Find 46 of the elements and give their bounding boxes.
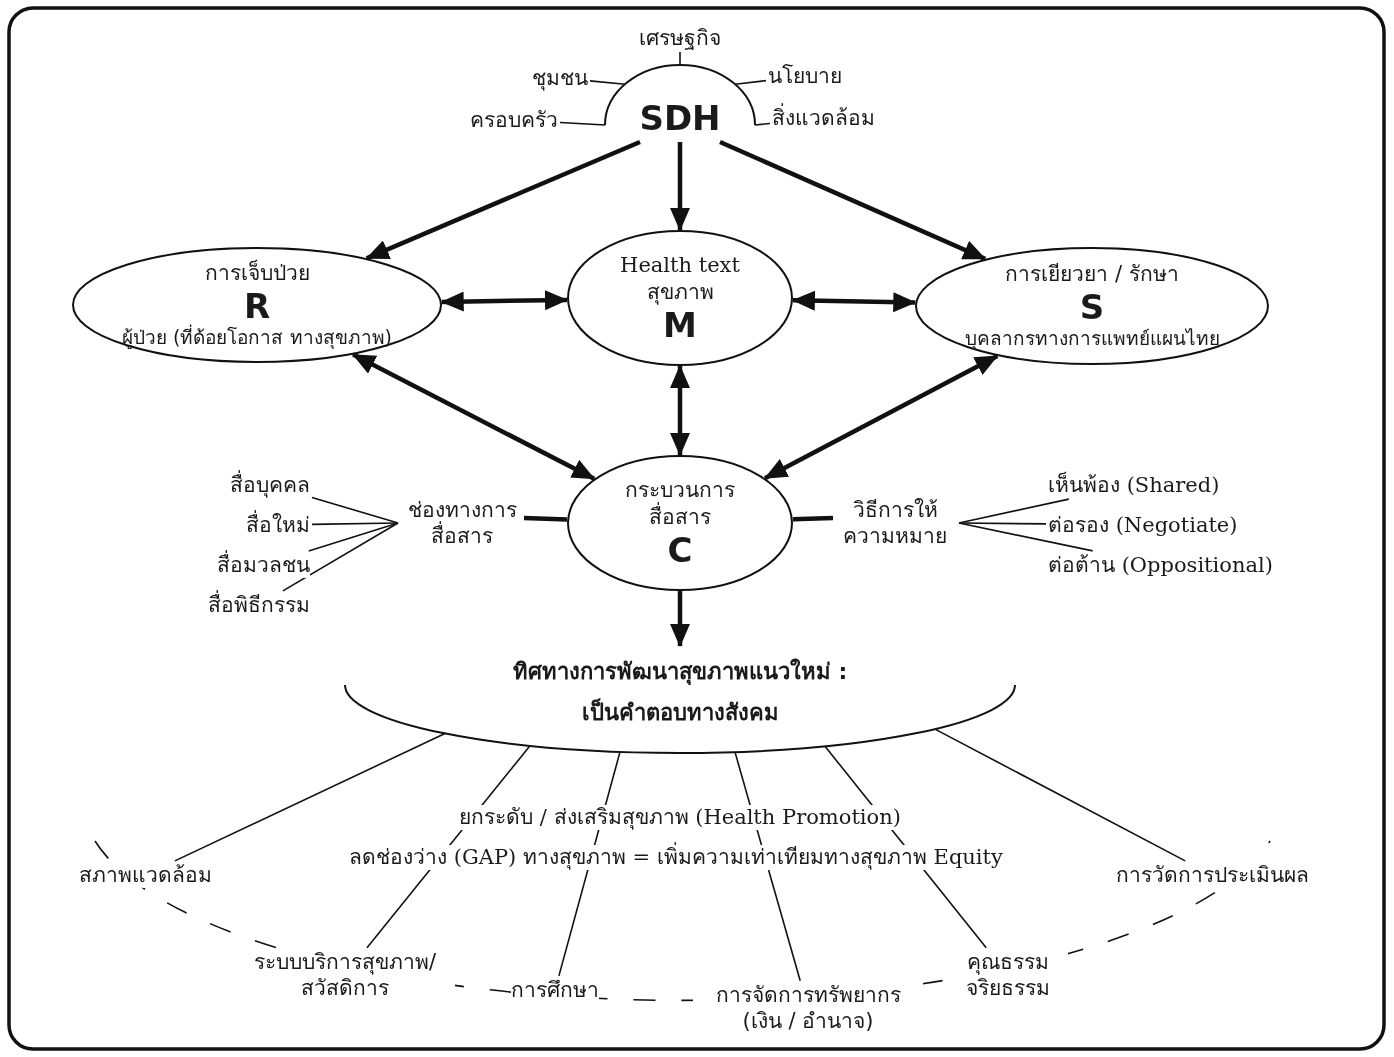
connector-line: [754, 122, 771, 126]
node-subtitle: บุคลากรทางการแพทย์แผนไทย: [964, 326, 1220, 351]
connector-line: [174, 732, 446, 862]
arrow: [670, 591, 690, 647]
connector-line: [523, 515, 568, 522]
connector-line: [282, 522, 399, 592]
connector-line: [958, 522, 1047, 525]
ellipse-node: [915, 247, 1269, 365]
node-title: การเจ็บป่วย: [204, 260, 310, 288]
ellipse-node: [567, 455, 793, 591]
node-title: Health text สุขภาพ: [619, 252, 741, 307]
connector-line: [311, 496, 399, 524]
node-letter: SDH: [638, 100, 722, 138]
node-letter: S: [1079, 288, 1105, 326]
arrow: [365, 139, 641, 261]
connector-line: [934, 728, 1186, 862]
node-title: กระบวนการสื่อสาร: [624, 477, 736, 532]
arrow: [719, 139, 987, 261]
connector-line: [734, 79, 767, 85]
arrow: [670, 365, 690, 456]
connector-line: [958, 522, 1094, 552]
node-title: การเยียวยา / รักษา: [1005, 261, 1179, 289]
heading-text: ทิศทางการพัฒนาสุขภาพแนวใหม่ : เป็นคำตอบทางสังคม: [511, 657, 849, 727]
connector-line: [792, 515, 834, 522]
ellipse-node: [72, 247, 442, 363]
connector-line: [589, 80, 626, 85]
label-text: ต่อต้าน (Oppositional): [1048, 551, 1273, 579]
node-letter: M: [663, 306, 697, 344]
arrow: [352, 352, 596, 481]
connector-line: [311, 522, 399, 526]
node-letter: R: [243, 287, 271, 325]
label-text: สภาพแวดล้อม: [78, 861, 212, 889]
arrow: [763, 353, 999, 481]
label-text: สื่อบุคคล: [230, 471, 310, 499]
label-text: สื่อมวลชน: [217, 551, 310, 579]
node-letter: C: [667, 531, 693, 569]
arrow: [440, 290, 568, 312]
ellipse-node: [567, 230, 793, 366]
note-text: ยกระดับ / ส่งเสริมสุขภาพ (Health Promotion): [459, 805, 901, 831]
node-subtitle: ผู้ป่วย (ที่ด้อยโอกาส ทางสุขภาพ): [122, 325, 392, 350]
connector-line: [559, 121, 606, 126]
connector-line: [307, 522, 399, 552]
arrow: [670, 142, 690, 231]
label-text: เห็นพ้อง (Shared): [1048, 471, 1220, 499]
arrow: [791, 290, 917, 313]
connector-line: [679, 51, 681, 66]
